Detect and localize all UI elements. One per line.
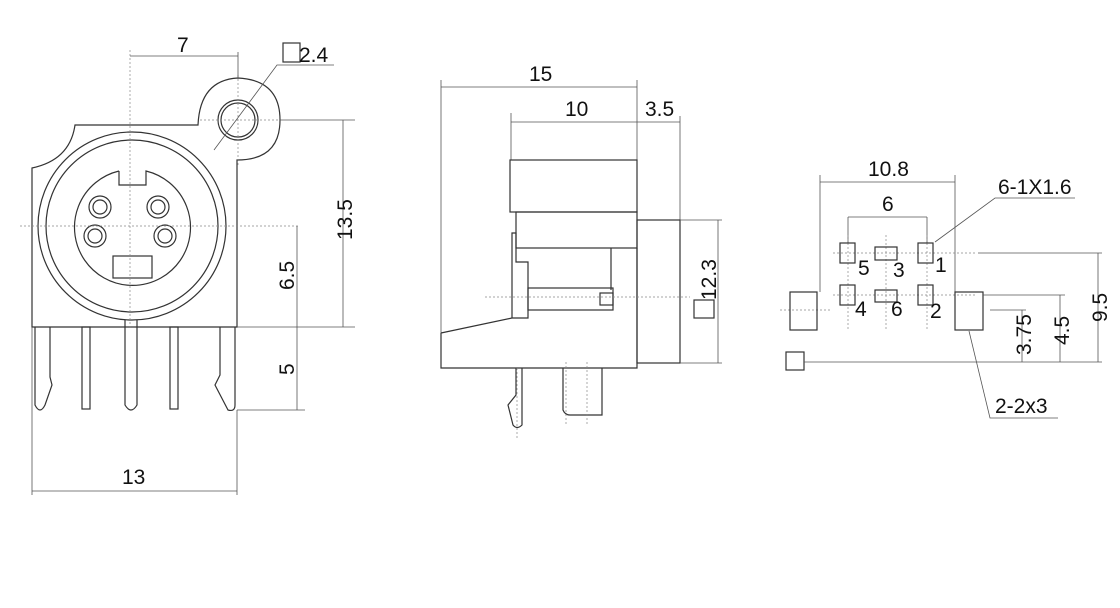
pin-label-1: 1 bbox=[935, 254, 947, 277]
pin-label-6: 6 bbox=[891, 298, 903, 321]
mount-hole-note: 2-2x3 bbox=[995, 395, 1048, 418]
front-view: 7 2.4 13.5 6.5 5 13 bbox=[20, 34, 357, 495]
square-symbol-icon bbox=[785, 351, 805, 371]
dim-4.5-label: 4.5 bbox=[1051, 316, 1074, 345]
side-leads bbox=[507, 368, 603, 429]
dim-2.4-label: 2.4 bbox=[299, 44, 329, 67]
pin-label-5: 5 bbox=[858, 257, 870, 280]
dim-3.75-label: 3.75 bbox=[1013, 314, 1036, 355]
pin-hole-note: 6-1X1.6 bbox=[998, 176, 1072, 199]
shell-block bbox=[509, 159, 638, 213]
dim-7-label: 7 bbox=[177, 34, 189, 57]
dim-10-label: 10 bbox=[565, 98, 588, 121]
mount-pad-left bbox=[789, 291, 818, 331]
inner-cavity bbox=[73, 170, 192, 287]
dim-15-label: 15 bbox=[529, 63, 552, 86]
dim-13.5-label: 13.5 bbox=[334, 199, 357, 240]
pin-label-3: 3 bbox=[893, 259, 905, 282]
square-symbol-icon bbox=[693, 299, 715, 319]
dim-10.8-label: 10.8 bbox=[868, 158, 909, 181]
diameter-box-icon bbox=[282, 42, 301, 63]
pcb-footprint: 10.8 6 5 3 1 4 6 2 9. bbox=[780, 158, 1112, 419]
side-body bbox=[440, 232, 638, 369]
pin-tip bbox=[599, 292, 614, 306]
front-leads bbox=[34, 320, 236, 412]
mount-pad-right bbox=[954, 291, 984, 331]
dim-12.3-label: 12.3 bbox=[698, 259, 721, 300]
dim-6.5-label: 6.5 bbox=[276, 261, 299, 290]
pin-pads bbox=[839, 242, 934, 306]
dim-3.5-label: 3.5 bbox=[645, 98, 674, 121]
flange bbox=[636, 219, 681, 364]
dim-9.5-label: 9.5 bbox=[1089, 293, 1112, 322]
pin-label-2: 2 bbox=[930, 300, 942, 323]
front-body-outline bbox=[31, 77, 281, 328]
key-slot bbox=[112, 255, 153, 279]
side-view: 15 10 3.5 12.3 bbox=[440, 63, 722, 440]
dim-13-label: 13 bbox=[122, 466, 145, 489]
pin-label-4: 4 bbox=[855, 298, 867, 321]
contact-pins bbox=[83, 195, 177, 248]
dim-5-label: 5 bbox=[276, 363, 299, 375]
dim-6-label: 6 bbox=[882, 193, 894, 216]
shell-lower bbox=[515, 211, 638, 249]
